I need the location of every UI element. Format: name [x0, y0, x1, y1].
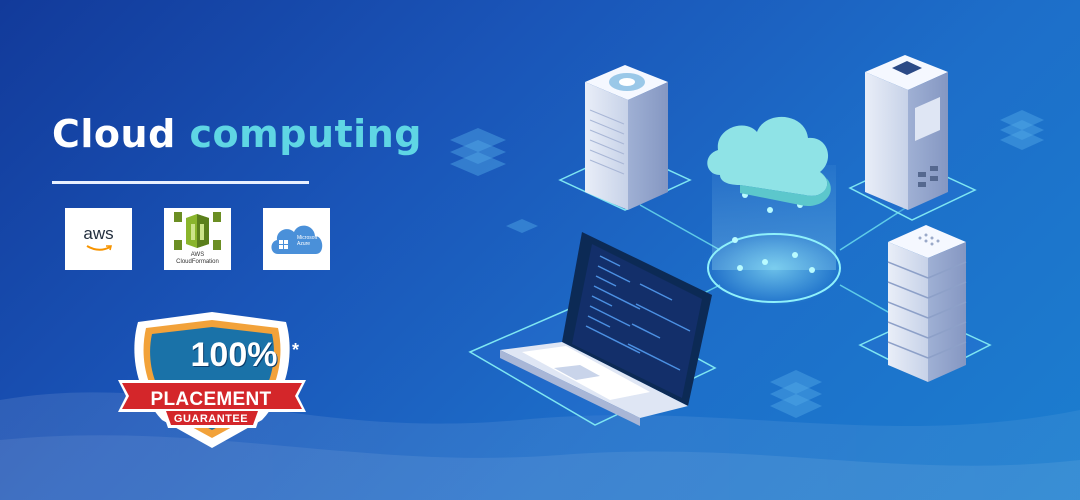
- laptop-icon: [500, 232, 712, 426]
- layer-stack-icon: [450, 110, 1044, 418]
- server-tower-icon: [585, 65, 668, 210]
- title-word-computing: computing: [189, 112, 422, 156]
- network-ring-icon: [707, 233, 841, 303]
- cloudformation-label-line1: AWS: [190, 252, 205, 258]
- badge-asterisk: *: [292, 340, 300, 360]
- azure-label-line1: Microsoft: [297, 235, 318, 241]
- badge-guarantee-text: GUARANTEE: [173, 413, 249, 425]
- azure-cloud-icon: [271, 225, 323, 254]
- azure-logo-card: Microsoft Azure: [263, 208, 330, 270]
- placement-guarantee-badge: 100% * PLACEMENT GUARANTEE: [112, 310, 312, 454]
- cloud-icon: [707, 116, 831, 206]
- server-rack-icon: [887, 225, 967, 382]
- amazon-smile-icon: [86, 245, 112, 251]
- badge-shield-icon: [118, 312, 306, 448]
- cloudformation-logo-card: AWS CloudFormation: [164, 208, 231, 270]
- aws-logo-card: aws: [65, 208, 132, 270]
- wave-decoration: [0, 392, 1080, 500]
- aws-logo-text: aws: [83, 224, 114, 243]
- title-word-cloud: Cloud: [52, 112, 176, 156]
- title-underline: [52, 181, 309, 184]
- network-ring-glow: [706, 230, 842, 306]
- cloudformation-icon: [174, 212, 221, 250]
- cloudformation-label-line2: CloudFormation: [176, 259, 219, 265]
- cloudformation-label: AWS CloudFormation: [164, 252, 231, 266]
- badge-placement-text: PLACEMENT: [150, 389, 272, 410]
- wave-decoration-2: [0, 435, 1080, 500]
- page-title: Cloud computing: [52, 112, 422, 156]
- azure-label: Microsoft Azure: [297, 235, 317, 247]
- server-tower-vent-icon: [865, 55, 948, 210]
- badge-percent: 100%: [190, 336, 278, 374]
- azure-label-line2: Azure: [297, 241, 311, 247]
